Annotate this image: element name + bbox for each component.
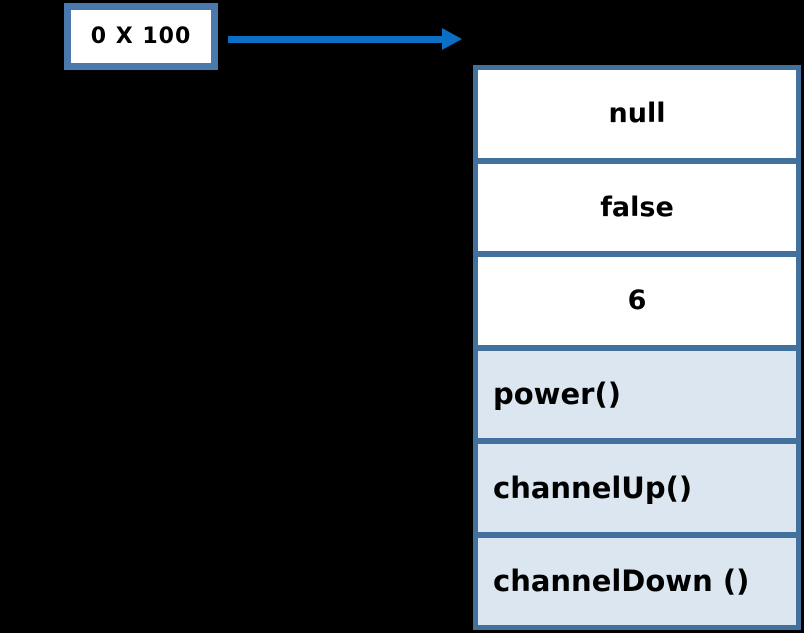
property-value: 6	[627, 285, 647, 317]
table-row-false: false	[478, 157, 796, 251]
property-value: false	[600, 191, 674, 223]
method-label: channelDown ()	[493, 564, 750, 599]
object-table: null false 6 power() channelUp() channel…	[473, 65, 801, 630]
memory-address-label: 0 X 100	[90, 24, 192, 49]
pointer-arrow	[228, 17, 462, 61]
method-label: channelUp()	[493, 470, 693, 505]
arrow-head-icon	[442, 28, 462, 50]
table-row-power: power()	[478, 344, 796, 438]
method-label: power()	[493, 377, 621, 412]
property-value: null	[608, 98, 666, 130]
table-row-6: 6	[478, 251, 796, 345]
table-row-channelup: channelUp()	[478, 438, 796, 532]
table-row-channeldown: channelDown ()	[478, 531, 796, 625]
table-row-null: null	[478, 70, 796, 158]
arrow-shaft	[228, 36, 444, 43]
memory-address-box: 0 X 100	[64, 3, 218, 70]
